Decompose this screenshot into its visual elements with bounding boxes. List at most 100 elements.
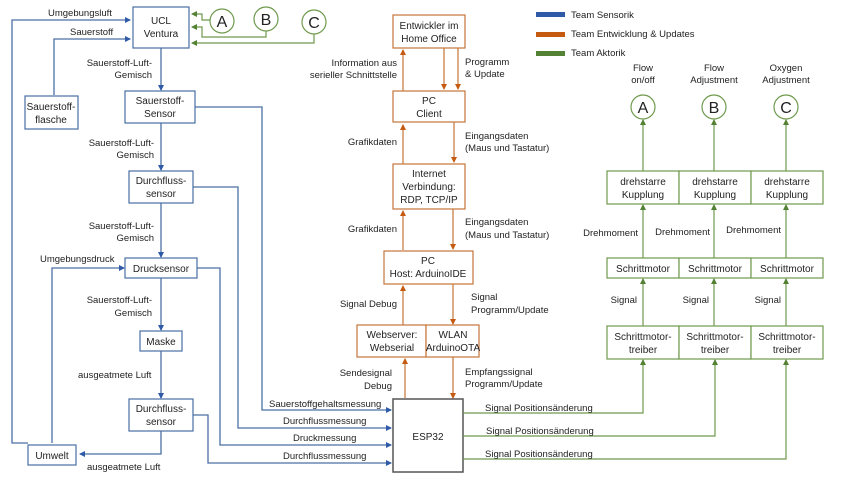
function-a-line2: on/off [631, 75, 655, 86]
box-maske [139, 330, 183, 352]
label-drehmoment-c: Drehmoment [726, 225, 781, 236]
aktorik-connectors [191, 11, 789, 460]
box-kupplung-c [750, 170, 824, 205]
label-empfang-a: Empfangssignal [465, 367, 533, 378]
aktorik-boxes [606, 170, 824, 360]
label-positions-a: Signal Positionsänderung [485, 403, 593, 414]
maske-line1: Maske [146, 337, 176, 348]
circle-b [701, 94, 727, 120]
box-wlan [425, 324, 480, 358]
o2sensor-line2: Sensor [144, 109, 176, 120]
legend-label-sensorik: Team Sensorik [571, 10, 634, 21]
connector-esp-treiber-a [463, 359, 646, 414]
legend-swatch-aktorik [536, 51, 565, 56]
sensorik-boxes [24, 6, 198, 466]
label-signal-a: Signal [611, 295, 637, 306]
legend-label-entwicklung: Team Entwicklung & Updates [571, 29, 695, 40]
label-eingang1-b: (Maus und Tastatur) [465, 143, 549, 154]
circle-c-top-label: C [308, 15, 320, 32]
label-drehmoment-a: Drehmoment [583, 228, 638, 239]
circle-c-top [301, 9, 327, 35]
client-line2: Client [416, 109, 442, 120]
connector-a-ucl [191, 11, 210, 21]
box-motor-c [750, 257, 824, 279]
box-pc-host [383, 250, 474, 285]
connector-m1 [195, 106, 392, 413]
client-line1: PC [422, 96, 436, 107]
box-sauerstoff-sensor [124, 90, 196, 124]
function-a-line1: Flow [633, 63, 653, 74]
druck-line1: Drucksensor [133, 264, 190, 275]
wlan-line2: ArduinoOTA [426, 343, 481, 354]
connector-sauerstoff [53, 36, 131, 95]
label-ausgeatmet1: ausgeatmete Luft [78, 370, 152, 381]
connector-m4 [193, 414, 392, 466]
aktorik-box-texts: drehstarre Kupplung drehstarre Kupplung … [614, 177, 815, 356]
box-treiber-a [606, 325, 680, 360]
box-kupplung-b [678, 170, 752, 205]
motor-b-label: Schrittmotor [688, 264, 743, 275]
box-umwelt [27, 444, 77, 466]
circle-b-top-label: B [261, 12, 272, 29]
aktorik-right-circle-texts: A B C [638, 100, 792, 117]
label-eingang2-b: (Maus und Tastatur) [465, 230, 549, 241]
label-gemisch3-b: Gemisch [117, 233, 154, 244]
circle-c [773, 94, 799, 120]
motor-c-label: Schrittmotor [760, 264, 815, 275]
connector-m2 [193, 186, 392, 431]
label-gemisch1-b: Gemisch [115, 70, 152, 81]
ucl-line1: UCL [151, 16, 171, 27]
label-positions-b: Signal Positionsänderung [486, 426, 594, 437]
box-kupplung-a [606, 170, 680, 205]
host-line1: PC [421, 256, 435, 267]
entwicklung-connectors [400, 48, 461, 399]
sensorik-box-texts: UCL Ventura Sauerstoff- flasche Sauersto… [27, 16, 190, 462]
kupplung-b-line2: Kupplung [694, 190, 736, 201]
kupplung-a-line1: drehstarre [620, 177, 666, 188]
box-sauerstoffflasche [24, 95, 79, 130]
label-grafik1: Grafikdaten [348, 137, 397, 148]
label-drehmoment-b: Drehmoment [655, 227, 710, 238]
label-sauerstoff: Sauerstoff [70, 27, 113, 38]
function-b-line2: Adjustment [690, 75, 738, 86]
aktorik-right-circles [630, 94, 799, 120]
label-programm-b: & Update [465, 69, 505, 80]
connector-flow2-umwelt [79, 431, 162, 457]
host-line2: Host: ArduinoIDE [390, 269, 467, 280]
flasche-line2: flasche [35, 115, 67, 126]
box-drucksensor [124, 257, 198, 279]
legend-label-aktorik: Team Aktorik [571, 48, 626, 59]
internet-line2: Verbindung: [402, 182, 455, 193]
function-b-line1: Flow [704, 63, 724, 74]
flow1-line2: sensor [146, 189, 177, 200]
label-gemisch3-a: Sauerstoff-Luft- [89, 221, 154, 232]
circle-a-label: A [638, 100, 649, 117]
legend-swatch-entwicklung [536, 32, 565, 37]
label-m3: Druckmessung [293, 433, 356, 444]
connector-c-ucl [191, 34, 315, 46]
flow1-line1: Durchfluss- [136, 176, 187, 187]
label-ausgeatmet2: ausgeatmete Luft [87, 462, 161, 473]
kupplung-a-line2: Kupplung [622, 190, 664, 201]
entwicklung-boxes [356, 14, 480, 358]
label-sendedebug-a: Sendesignal [340, 368, 392, 379]
label-sigprog-b: Programm/Update [471, 305, 549, 316]
flow2-line1: Durchfluss- [136, 404, 187, 415]
label-signal-c: Signal [755, 295, 781, 306]
label-gemisch2-b: Gemisch [117, 150, 154, 161]
sensorik-labels: Umgebungsluft Sauerstoff Sauerstoff-Luft… [40, 8, 381, 473]
connector-esp-treiber-c [463, 359, 789, 460]
label-signal-b: Signal [683, 295, 709, 306]
circle-a-top-label: A [217, 14, 228, 31]
esp32-label: ESP32 [412, 432, 444, 443]
connector-esp-treiber-b [463, 359, 718, 437]
label-eingang1-a: Eingangsdaten [465, 131, 528, 142]
legend: Team Sensorik Team Entwicklung & Updates… [536, 10, 695, 59]
label-eingang2-a: Eingangsdaten [465, 217, 528, 228]
label-umgebungsluft: Umgebungsluft [48, 8, 112, 19]
ucl-line2: Ventura [144, 29, 179, 40]
label-info-a: Information aus [332, 58, 398, 69]
treiber-a-line2: treiber [629, 345, 658, 356]
box-pc-client [392, 90, 466, 123]
